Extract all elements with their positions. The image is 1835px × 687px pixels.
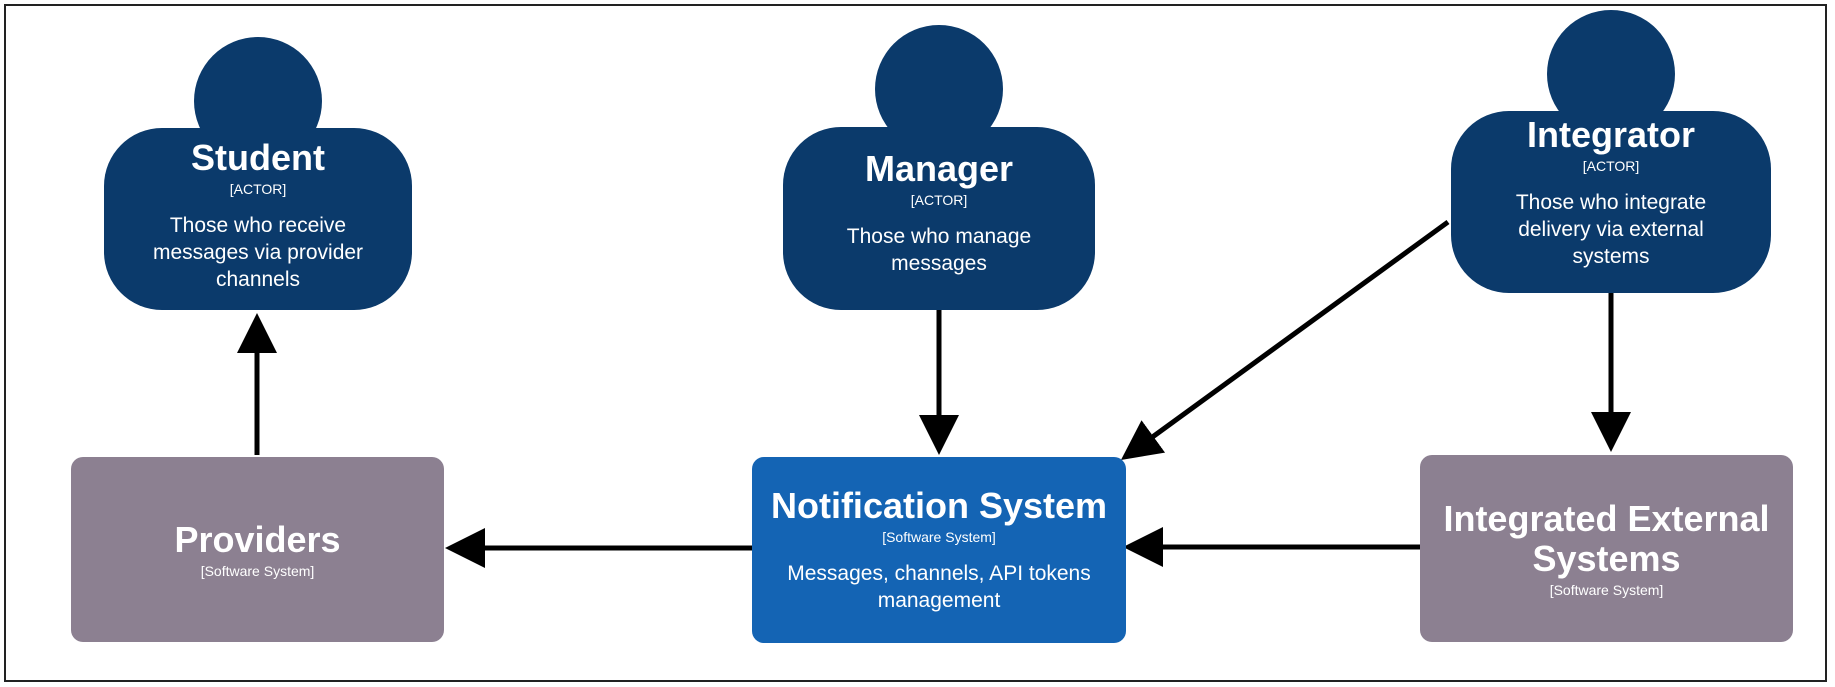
- notification-tag: [Software System]: [882, 529, 996, 545]
- diagram-frame: [4, 4, 1827, 682]
- external-tag: [Software System]: [1549, 581, 1664, 598]
- integrator-name: Integrator: [1526, 114, 1695, 155]
- student-description: Those who receive messages via provider …: [152, 214, 364, 291]
- edge-integrator-to-notification: [1120, 219, 1450, 460]
- manager-name: Manager: [864, 148, 1014, 189]
- student-actor[interactable]: Student [ACTOR] Those who receive messag…: [104, 128, 412, 310]
- student-tag: [ACTOR]: [229, 181, 287, 197]
- manager-description: Those who manage messages: [846, 225, 1032, 275]
- providers-name: Providers: [174, 518, 341, 560]
- notification-name: Notification System: [770, 485, 1108, 526]
- notification-system[interactable]: Notification System [Software System] Me…: [752, 457, 1126, 643]
- manager-actor[interactable]: Manager [ACTOR] Those who manage message…: [783, 127, 1095, 310]
- student-name: Student: [191, 137, 325, 178]
- external-systems[interactable]: Integrated External Systems [Software Sy…: [1420, 455, 1793, 642]
- integrator-actor[interactable]: Integrator [ACTOR] Those who integrate d…: [1451, 111, 1771, 293]
- external-name: Integrated External Systems: [1443, 497, 1770, 579]
- providers-tag: [Software System]: [200, 562, 315, 579]
- integrator-tag: [ACTOR]: [1582, 158, 1640, 174]
- manager-tag: [ACTOR]: [910, 192, 968, 208]
- providers-system[interactable]: Providers [Software System]: [71, 457, 444, 642]
- integrator-description: Those who integrate delivery via externa…: [1515, 191, 1707, 268]
- notification-description: Messages, channels, API tokens managemen…: [787, 562, 1091, 612]
